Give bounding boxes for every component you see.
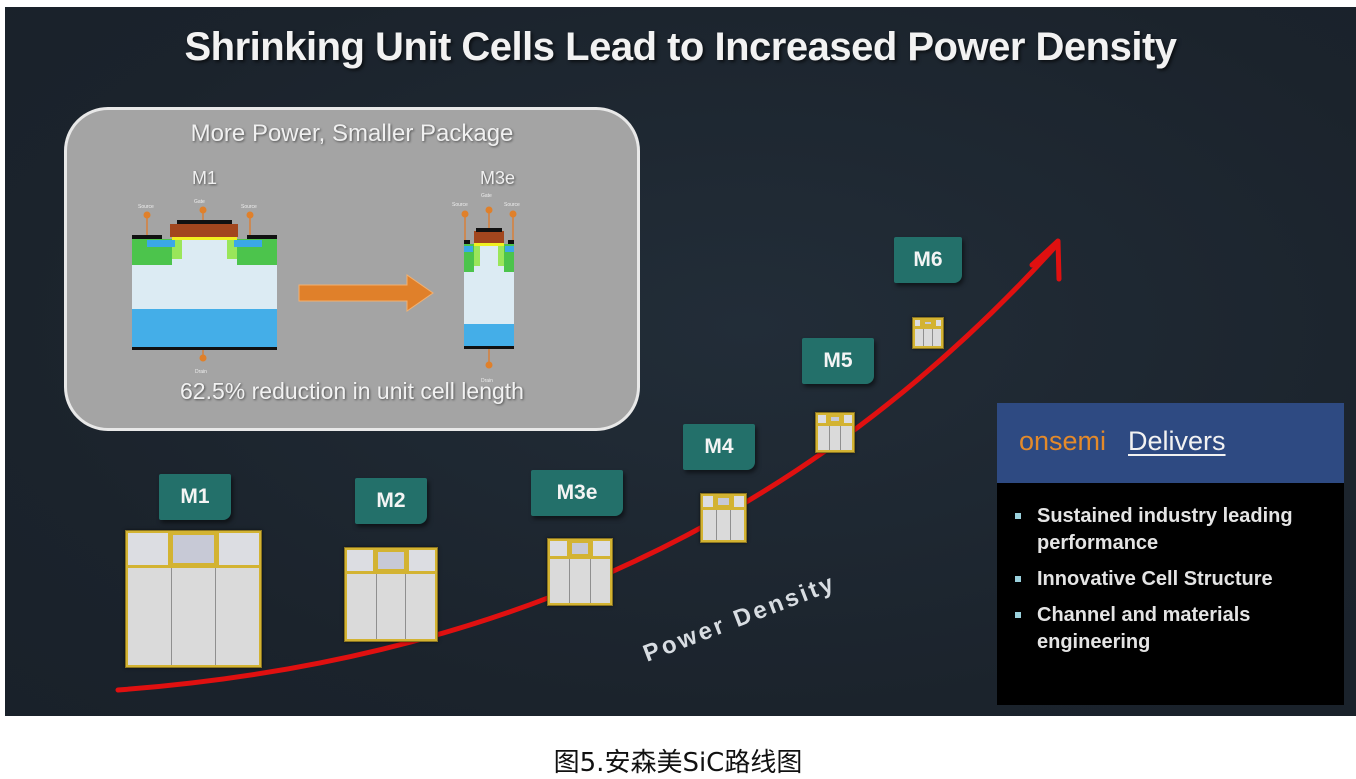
chip-m6 [912, 317, 944, 349]
trend-arrowhead-icon [1029, 238, 1062, 282]
m1-cell-cross-section: Source Gate Source [132, 199, 277, 360]
delivers-header: onsemi Delivers [997, 403, 1344, 483]
chip-m2 [344, 547, 438, 642]
m3e-drain-label: Drain [481, 378, 493, 384]
cell-label-m1: M1 [192, 168, 218, 188]
m1-drain-terminal: Drain [195, 354, 207, 375]
slide-title: Shrinking Unit Cells Lead to Increased P… [184, 25, 1177, 69]
bullet-text: Sustained industry leading performance [1037, 505, 1293, 554]
m1-drain-label: Drain [195, 369, 207, 375]
chip-m4 [700, 493, 747, 543]
power-density-label: Power Density [639, 569, 839, 667]
m3e-cell-cross-section: Source Gate Source Drain [452, 193, 520, 384]
bullet-item: Innovative Cell Structure [1015, 566, 1335, 593]
bullet-text: Channel and materials engineering [1037, 604, 1251, 653]
delivers-box: onsemi Delivers Sustained industry leadi… [997, 403, 1344, 705]
m1-source-right-label: Source [241, 204, 257, 210]
chip-m5 [815, 412, 855, 453]
brand-name: onsemi [1019, 426, 1107, 456]
figure-caption: 图5.安森美SiC路线图 [553, 748, 803, 778]
bullet-square-icon [1015, 513, 1021, 519]
bullet-item: Sustained industry leading performance [1015, 503, 1335, 557]
inset-panel: More Power, Smaller Package M1 M3e Sourc… [64, 107, 640, 431]
chip-m3e [547, 538, 613, 606]
generation-tag-m4: M4 [683, 424, 755, 470]
reduction-text: 62.5% reduction in unit cell length [180, 378, 524, 404]
m1-gate-label: Gate [194, 199, 205, 205]
m3e-source-left-label: Source [452, 202, 468, 208]
panel-title: More Power, Smaller Package [190, 120, 514, 147]
cell-label-m3e: M3e [480, 168, 516, 188]
slide: Shrinking Unit Cells Lead to Increased P… [5, 7, 1356, 716]
generation-tag-m2: M2 [355, 478, 427, 524]
generation-tag-m6: M6 [894, 237, 962, 283]
delivers-bullet-list: Sustained industry leading performance I… [1015, 503, 1335, 665]
generation-tag-m3e: M3e [531, 470, 623, 516]
bullet-square-icon [1015, 612, 1021, 618]
chip-m1 [125, 530, 262, 668]
bullet-item: Channel and materials engineering [1015, 602, 1335, 656]
m3e-gate-label: Gate [481, 193, 492, 199]
m1-source-left-label: Source [138, 204, 154, 210]
generation-tag-m1: M1 [159, 474, 231, 520]
right-arrow-icon [298, 274, 434, 312]
bullet-text: Innovative Cell Structure [1037, 568, 1273, 590]
bullet-square-icon [1015, 576, 1021, 582]
m3e-source-right-label: Source [504, 202, 520, 208]
delivers-heading: Delivers [1128, 426, 1226, 456]
generation-tag-m5: M5 [802, 338, 874, 384]
